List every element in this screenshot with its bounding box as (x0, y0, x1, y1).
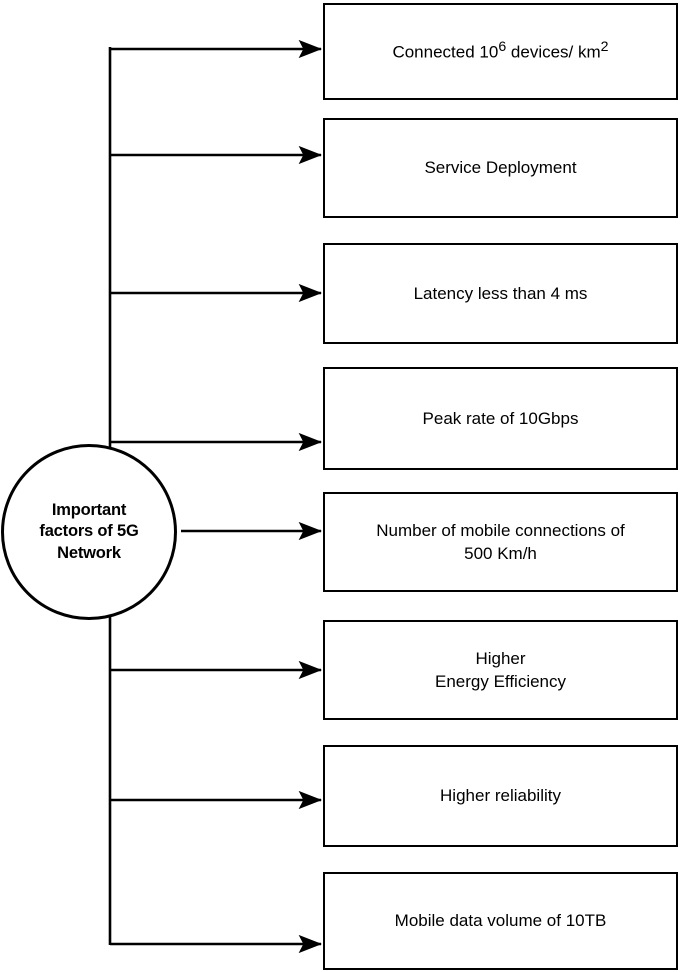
node-higher-reliability[interactable]: Higher reliability (323, 745, 678, 847)
node-service-deployment[interactable]: Service Deployment (323, 118, 678, 218)
node-label-peak-rate: Peak rate of 10Gbps (422, 408, 579, 428)
node-label-latency: Latency less than 4 ms (413, 283, 588, 303)
hub-node-important-factors[interactable]: Important factors of 5G Network (1, 444, 177, 620)
node-label-mobile-connections: Number of mobile connections of 500 Km/h (376, 520, 625, 563)
node-label-energy-efficiency: Higher Energy Efficiency (434, 648, 567, 691)
node-energy-efficiency[interactable]: Higher Energy Efficiency (323, 620, 678, 720)
node-label-data-volume: Mobile data volume of 10TB (394, 911, 607, 931)
node-connected-devices[interactable]: Connected 106 devices/ km2 (323, 3, 678, 100)
node-label-higher-reliability: Higher reliability (440, 786, 561, 806)
node-mobile-connections[interactable]: Number of mobile connections of 500 Km/h (323, 492, 678, 592)
node-label-connected-devices: Connected 106 devices/ km2 (392, 39, 609, 63)
node-data-volume[interactable]: Mobile data volume of 10TB (323, 872, 678, 970)
node-label-service-deployment: Service Deployment (424, 158, 577, 178)
node-peak-rate[interactable]: Peak rate of 10Gbps (323, 367, 678, 470)
hub-node-label: Important factors of 5G Network (39, 501, 139, 562)
node-latency[interactable]: Latency less than 4 ms (323, 243, 678, 344)
